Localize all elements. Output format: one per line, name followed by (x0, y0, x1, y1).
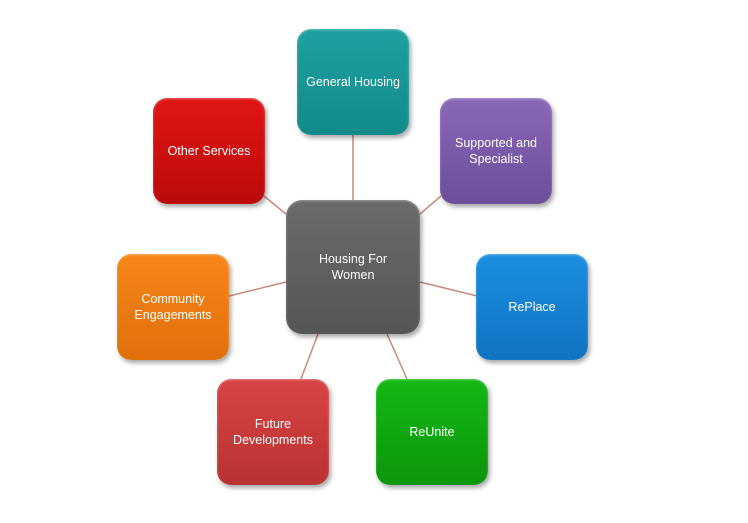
node-general-housing: General Housing (297, 29, 409, 135)
node-supported-and-specialist: Supported and Specialist (440, 98, 552, 204)
node-future-developments: Future Developments (217, 379, 329, 485)
connector-reunite (386, 333, 408, 380)
center-node-housing-for-women: Housing For Women (286, 200, 420, 334)
node-community-engagements: Community Engagements (117, 254, 229, 360)
connector-replace (419, 281, 478, 297)
node-reunite: ReUnite (376, 379, 488, 485)
node-replace: RePlace (476, 254, 588, 360)
connector-community (228, 281, 287, 297)
connector-future (300, 333, 319, 380)
connector-supported (419, 195, 442, 215)
node-other-services: Other Services (153, 98, 265, 204)
connector-other (263, 195, 287, 215)
